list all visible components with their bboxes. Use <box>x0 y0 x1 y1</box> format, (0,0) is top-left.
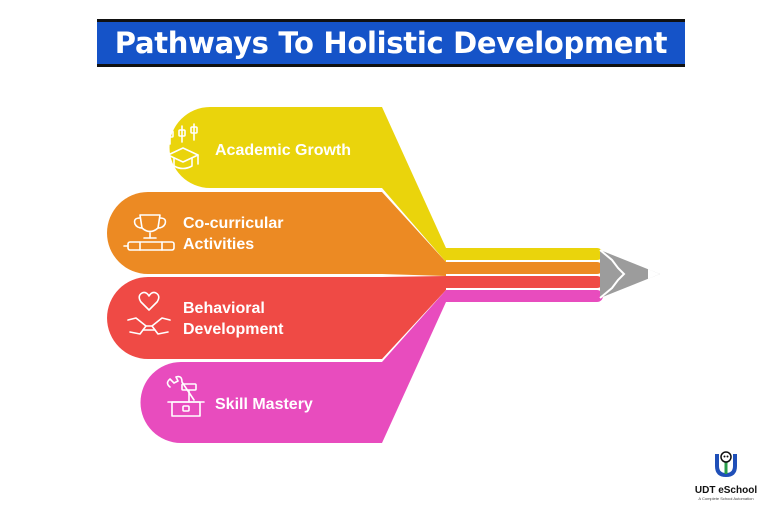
pencil-tip-edge <box>599 249 626 299</box>
band-shape <box>140 362 382 443</box>
heart-handshake-icon <box>127 291 171 335</box>
band-co-curricular <box>107 192 603 276</box>
logo-tagline: A Complete School Automation <box>698 496 754 501</box>
logo-name: UDT eSchool <box>694 485 758 496</box>
pencil-strand <box>446 248 603 260</box>
band-shape <box>169 107 382 188</box>
band-funnel <box>382 276 446 359</box>
band-label-line: Skill Mastery <box>215 396 313 413</box>
band-label-line: Co-curricular <box>183 215 284 232</box>
toolbox-icon <box>166 375 205 417</box>
band-label-skill-mastery: Skill Mastery <box>215 394 313 415</box>
title-banner: Pathways To Holistic Development <box>97 19 685 67</box>
pencil-strand <box>446 276 603 288</box>
udt-logo-icon <box>715 451 737 478</box>
pencil-strand <box>446 262 603 274</box>
band-label-line: Activities <box>183 236 255 253</box>
band-label-line: Academic Growth <box>215 142 352 159</box>
trophy-icon <box>123 214 175 251</box>
graduation-cap-icon <box>166 123 199 170</box>
page-title: Pathways To Holistic Development <box>114 26 668 60</box>
band-label-line: Behavioral <box>183 300 265 317</box>
pencil-lead <box>648 269 660 279</box>
band-label-behavioral: Behavioral Development <box>183 298 283 340</box>
pencil-tip <box>600 250 660 298</box>
band-funnel <box>382 107 446 262</box>
band-funnel <box>382 192 446 276</box>
band-academic-growth <box>169 107 603 262</box>
udt-logo: UDT eSchool A Complete School Automation <box>690 448 762 508</box>
band-shape <box>107 192 382 274</box>
band-label-academic-growth: Academic Growth <box>215 140 351 161</box>
band-shape <box>107 277 382 359</box>
band-skill-mastery <box>140 290 603 443</box>
band-label-co-curricular: Co-curricular Activities <box>183 213 283 255</box>
band-funnel <box>382 290 446 443</box>
pencil-strand <box>446 290 603 302</box>
band-label-line: Development <box>183 321 284 338</box>
band-behavioral <box>107 276 603 359</box>
